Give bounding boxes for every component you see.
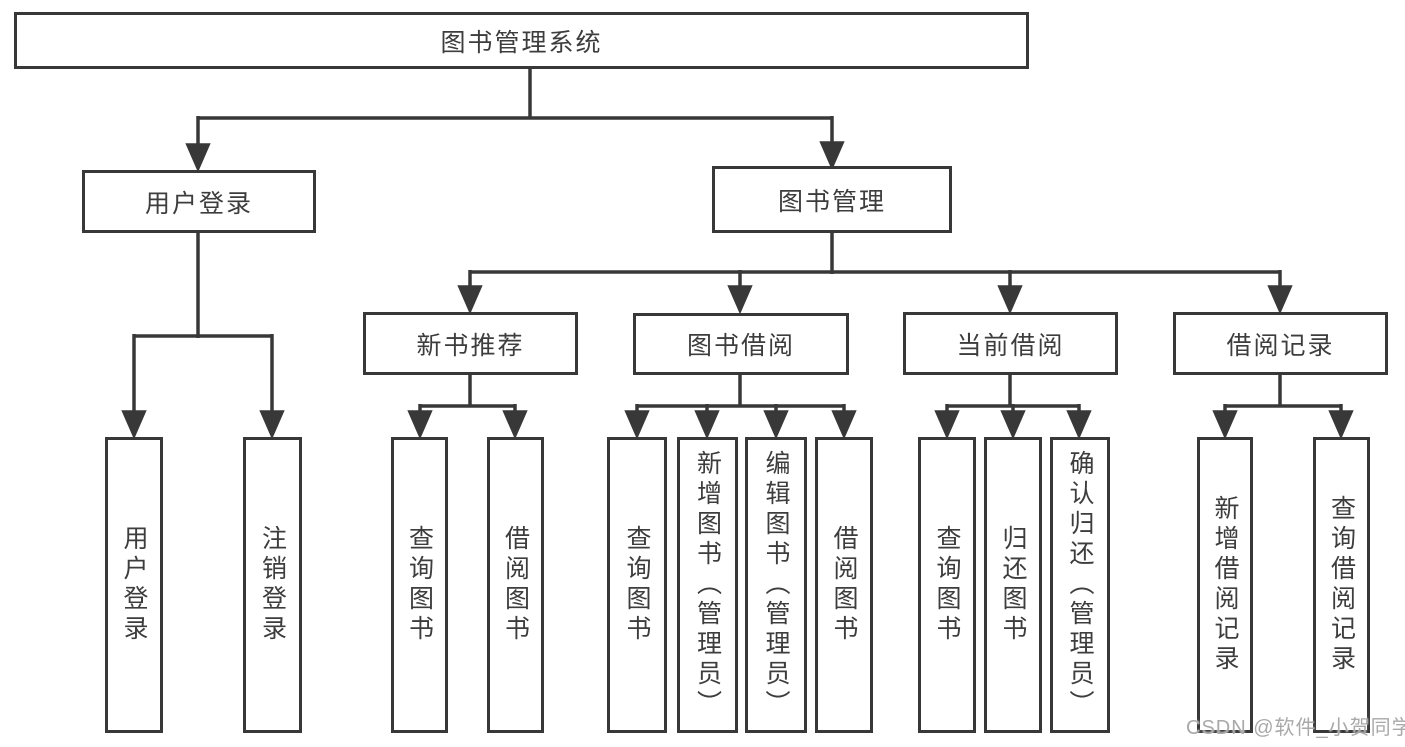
leaf-borrow-books-recommend: 借阅图书 bbox=[487, 437, 544, 733]
leaf-query-books-borrow-label: 查询图书 bbox=[623, 525, 651, 645]
leaf-query-borrow-record: 查询借阅记录 bbox=[1313, 437, 1370, 733]
connector-current-borrow-children bbox=[934, 375, 1092, 440]
leaf-add-borrow-record: 新增借阅记录 bbox=[1197, 437, 1253, 733]
leaf-borrow-books-label: 借阅图书 bbox=[830, 525, 858, 645]
node-user-login: 用户登录 bbox=[82, 170, 316, 233]
connector-user-login-children bbox=[121, 233, 285, 440]
leaf-add-book-admin-label: 新增图书（管理员） bbox=[693, 450, 722, 720]
leaf-query-books-current-label: 查询图书 bbox=[933, 525, 961, 645]
watermark: CSDN @软件_小贺同学 bbox=[1186, 717, 1405, 739]
leaf-return-books-label: 归还图书 bbox=[999, 525, 1027, 645]
node-borrow-records: 借阅记录 bbox=[1173, 312, 1388, 375]
leaf-borrow-books-recommend-label: 借阅图书 bbox=[501, 525, 530, 645]
node-current-borrow: 当前借阅 bbox=[903, 312, 1118, 375]
leaf-edit-book-admin-label: 编辑图书（管理员） bbox=[762, 450, 790, 720]
connector-book-borrow-children bbox=[624, 375, 857, 440]
node-book-management: 图书管理 bbox=[712, 166, 952, 233]
connector-root-to-level2 bbox=[185, 69, 845, 173]
node-book-borrow: 图书借阅 bbox=[633, 313, 849, 375]
leaf-logout-label: 注销登录 bbox=[258, 525, 287, 645]
leaf-add-book-admin: 新增图书（管理员） bbox=[677, 437, 738, 733]
leaf-user-login-label: 用户登录 bbox=[120, 525, 148, 645]
node-new-book-recommend: 新书推荐 bbox=[363, 312, 578, 375]
leaf-query-books-borrow: 查询图书 bbox=[607, 437, 667, 733]
leaf-logout: 注销登录 bbox=[243, 437, 302, 733]
connector-book-management-children bbox=[457, 233, 1293, 315]
leaf-user-login: 用户登录 bbox=[105, 437, 163, 733]
leaf-query-books-recommend-label: 查询图书 bbox=[405, 525, 434, 645]
leaf-query-books-recommend: 查询图书 bbox=[391, 437, 448, 733]
leaf-edit-book-admin: 编辑图书（管理员） bbox=[745, 437, 807, 733]
leaf-query-books-current: 查询图书 bbox=[918, 437, 976, 733]
leaf-query-borrow-record-label: 查询借阅记录 bbox=[1327, 495, 1356, 675]
leaf-add-borrow-record-label: 新增借阅记录 bbox=[1211, 495, 1239, 675]
connector-new-book-recommend-children bbox=[407, 375, 528, 440]
leaf-confirm-return-admin-label: 确认归还（管理员） bbox=[1066, 450, 1094, 720]
connector-borrow-records-children bbox=[1212, 375, 1354, 440]
node-library-system: 图书管理系统 bbox=[14, 12, 1029, 69]
leaf-confirm-return-admin: 确认归还（管理员） bbox=[1050, 437, 1110, 733]
leaf-borrow-books: 借阅图书 bbox=[815, 437, 873, 733]
leaf-return-books: 归还图书 bbox=[984, 437, 1042, 733]
